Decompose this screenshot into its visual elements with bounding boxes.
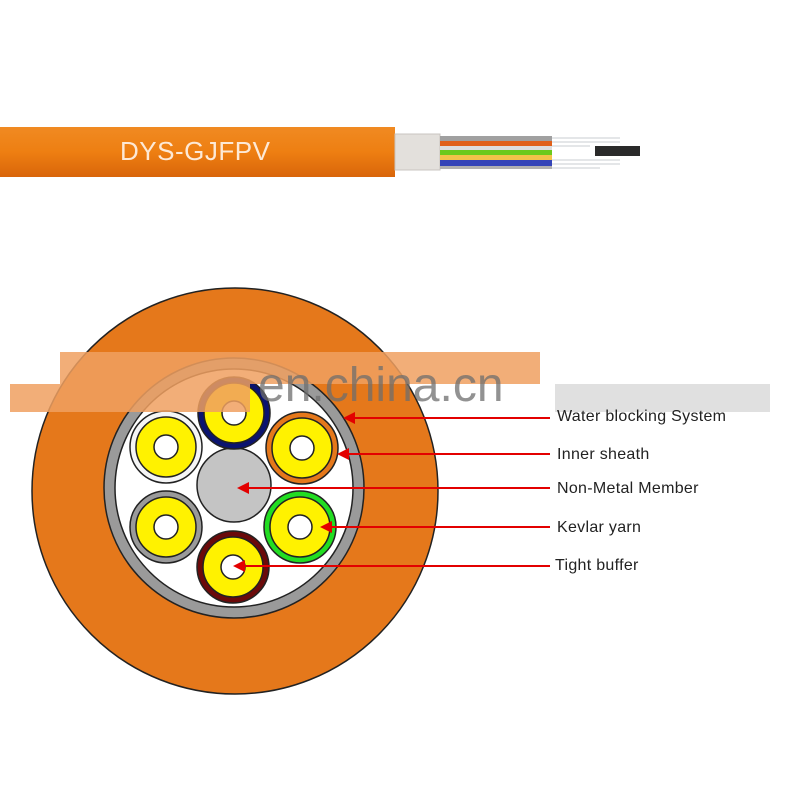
fiber-core: [287, 514, 313, 540]
tight-buffer-fiber: [196, 530, 270, 604]
label-non-metal-member: Non-Metal Member: [557, 480, 699, 497]
pointer-arrow: [237, 482, 550, 494]
kevlar-strands: [552, 137, 620, 169]
watermark-band: [555, 384, 770, 412]
non-metal-member: [196, 447, 272, 523]
cable-model-label: DYS-GJFPV: [120, 136, 271, 166]
label-tight-buffer: Tight buffer: [555, 557, 639, 574]
label-kevlar-yarn: Kevlar yarn: [557, 519, 642, 536]
inner-sheath-side: [394, 133, 441, 171]
fiber-core: [289, 435, 315, 461]
pointer-arrow: [343, 412, 550, 424]
pointer-arrow: [337, 448, 550, 460]
cable-side-view: [0, 127, 640, 177]
fiber-core: [153, 434, 179, 460]
tight-buffer-fiber: [129, 490, 203, 564]
pointer-arrow: [320, 521, 550, 533]
pointer-arrow: [233, 560, 550, 572]
tight-buffer-fiber: [129, 410, 203, 484]
label-water-blocking-system: Water blocking System: [557, 408, 727, 425]
central-member-side: [595, 146, 640, 156]
tight-buffer-fiber: [265, 411, 339, 485]
watermark-band: [10, 384, 250, 412]
label-inner-sheath: Inner sheath: [557, 446, 650, 463]
fiber-bundle: [440, 136, 552, 169]
watermark-band: [60, 352, 540, 384]
fiber-core: [153, 514, 179, 540]
watermark: en.china.cn: [258, 359, 504, 412]
tight-buffer-fiber: [263, 490, 337, 564]
outer-jacket-side: [0, 127, 395, 177]
cross-section: [31, 287, 439, 695]
